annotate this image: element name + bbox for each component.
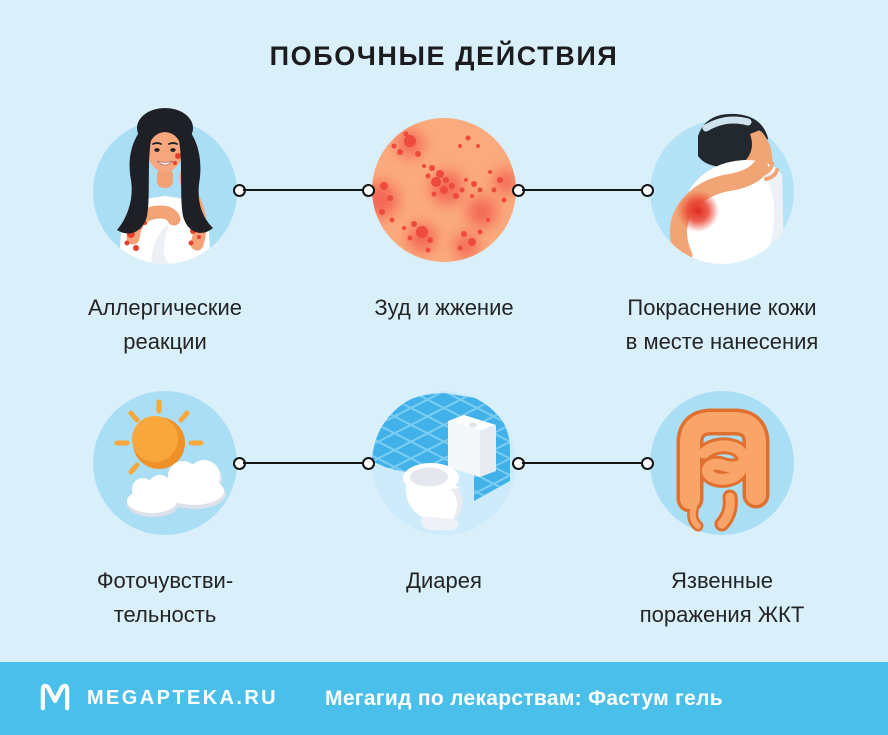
connector-ring (362, 184, 375, 197)
connector-row1-right (512, 183, 654, 198)
footer-subtitle: Мегагид по лекарствам: Фастум гель (325, 686, 723, 710)
connector-line (522, 462, 644, 464)
footer-brand: MEGAPTEKA.RU (87, 687, 279, 709)
item-label-diarrhea: Диарея (289, 564, 599, 598)
label-line: поражения ЖКТ (639, 602, 805, 627)
connector-line (243, 462, 365, 464)
item-label-itching-burning: Зуд и жжение (289, 291, 599, 325)
item-label-allergic-reactions: Аллергические реакции (10, 291, 320, 359)
label-line: Зуд и жжение (374, 295, 514, 320)
connector-row1-left (233, 183, 375, 198)
label-line: Покраснение кожи (627, 295, 817, 320)
connector-ring (641, 457, 654, 470)
item-icon-allergic-reactions (91, 108, 239, 264)
label-line: Фоточувстви- (96, 568, 234, 593)
footer-bar: MEGAPTEKA.RU Мегагид по лекарствам: Фаст… (0, 662, 888, 735)
item-icon-diarrhea (370, 389, 518, 537)
connector-row2-left (233, 456, 375, 471)
item-label-gi-ulcers: Язвенные поражения ЖКТ (567, 564, 877, 632)
label-line: Язвенные (671, 568, 773, 593)
item-icon-photosensitivity (91, 389, 239, 537)
skin-redness-illustration-icon (650, 113, 794, 264)
item-label-skin-redness: Покраснение кожи в месте нанесения (567, 291, 877, 359)
gi-ulcers-illustration-icon (650, 391, 794, 535)
connector-row2-right (512, 456, 654, 471)
allergic-reactions-illustration-icon (93, 108, 237, 264)
label-line: тельность (113, 602, 217, 627)
itching-burning-illustration-icon (372, 118, 516, 262)
connector-line (522, 189, 644, 191)
item-label-photosensitivity: Фоточувстви- тельность (10, 564, 320, 632)
megapteka-logo-icon (38, 680, 72, 717)
item-icon-skin-redness (648, 113, 796, 264)
label-line: реакции (123, 329, 207, 354)
photosensitivity-illustration-icon (93, 391, 237, 535)
item-icon-gi-ulcers (648, 389, 796, 537)
page-title: ПОБОЧНЫЕ ДЕЙСТВИЯ (269, 41, 619, 71)
connector-ring (362, 457, 375, 470)
label-line: Диарея (406, 568, 482, 593)
label-line: Аллергические (88, 295, 242, 320)
item-icon-itching-burning (370, 116, 518, 264)
diarrhea-illustration-icon (372, 391, 516, 535)
label-line: в месте нанесения (625, 329, 819, 354)
connector-ring (641, 184, 654, 197)
connector-line (243, 189, 365, 191)
